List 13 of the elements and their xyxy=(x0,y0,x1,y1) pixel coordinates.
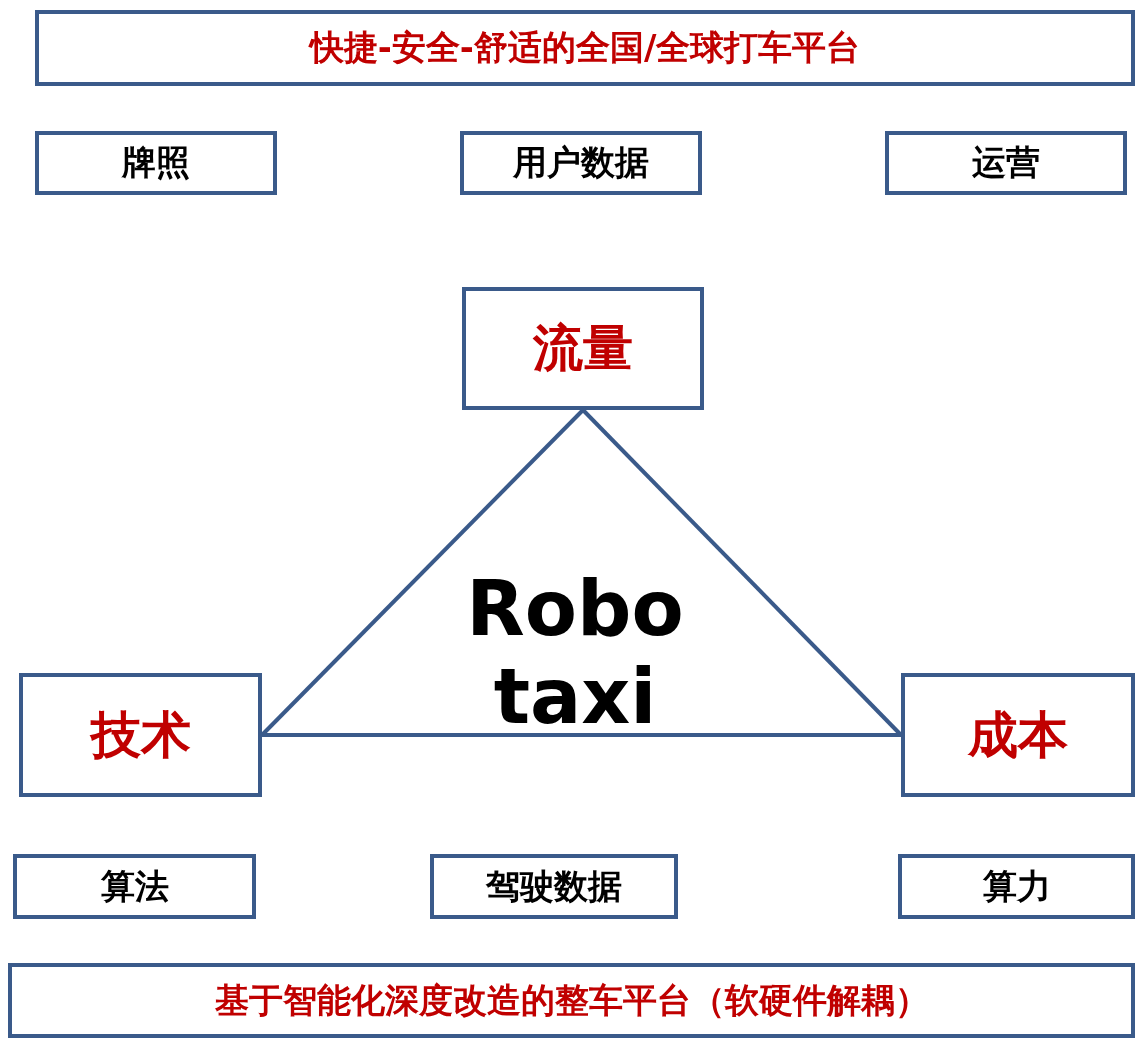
text-box: 流量 xyxy=(462,287,704,410)
text-box: 驾驶数据 xyxy=(430,854,678,919)
center-label: Robo taxi xyxy=(465,565,685,741)
triangle-side-line xyxy=(262,733,901,737)
text-box: 基于智能化深度改造的整车平台（软硬件解耦） xyxy=(8,963,1135,1038)
text-box: 牌照 xyxy=(35,131,277,195)
text-box: 用户数据 xyxy=(460,131,702,195)
text-box: 算法 xyxy=(13,854,256,919)
text-box: 算力 xyxy=(898,854,1135,919)
text-box: 运营 xyxy=(885,131,1127,195)
text-box: 快捷-安全-舒适的全国/全球打车平台 xyxy=(35,10,1135,86)
text-box: 成本 xyxy=(901,673,1135,797)
text-box: 技术 xyxy=(19,673,262,797)
